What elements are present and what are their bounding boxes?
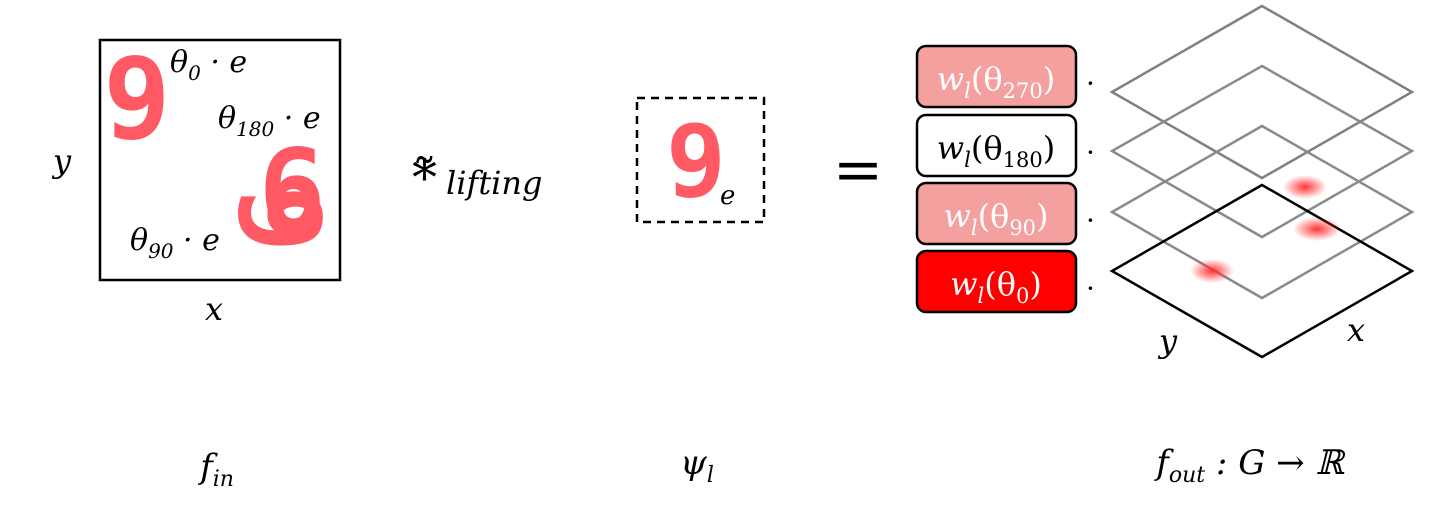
- digit-rotated-90: 9: [213, 185, 343, 252]
- kernel-digit: 9: [666, 103, 726, 220]
- svg-text:wl(θ0): wl(θ0): [950, 265, 1042, 308]
- output-x-axis-label: x: [1347, 311, 1365, 349]
- plane-theta90: [1109, 124, 1415, 300]
- svg-text:wl(θ270): wl(θ270): [937, 60, 1055, 103]
- svg-text:·: ·: [1086, 272, 1095, 305]
- equals-sign: =: [833, 135, 883, 205]
- caption-f-in: fin: [197, 447, 234, 492]
- weight-box-theta270: wl(θ270) ·: [915, 44, 1095, 109]
- caption-psi-l: ψl: [680, 443, 714, 488]
- kernel: 9 e: [635, 96, 766, 224]
- weight-stack: wl(θ270) · wl(θ180) · wl(θ90) · wl(θ0) ·: [915, 44, 1095, 314]
- lifting-subscript: lifting: [446, 164, 543, 202]
- response-blob-theta180: [1283, 175, 1327, 199]
- output-feature-stack: y x: [1109, 4, 1415, 360]
- output-y-axis-label: y: [1157, 322, 1178, 360]
- response-blob-theta0: [1190, 259, 1234, 283]
- plane-theta180: [1109, 64, 1415, 239]
- weight-box-theta0: wl(θ0) ·: [915, 249, 1095, 314]
- label-theta180-e: θ180 · e: [218, 101, 321, 141]
- weight-box-theta90: wl(θ90) ·: [915, 181, 1095, 246]
- label-theta0-e: θ0 · e: [170, 45, 247, 85]
- kernel-subscript-e: e: [720, 181, 735, 211]
- lifting-convolution-symbol: *̃: [412, 149, 437, 207]
- plane-theta270: [1109, 4, 1415, 180]
- weight-box-theta180: wl(θ180) ·: [915, 113, 1095, 178]
- input-x-axis-label: x: [205, 290, 223, 328]
- label-theta90-e: θ90 · e: [130, 223, 220, 263]
- digit-rotated-180: 9: [258, 121, 325, 251]
- input-frame: [98, 38, 342, 282]
- input-y-axis-label: y: [51, 142, 72, 180]
- digit-rotated-0: 9: [103, 35, 170, 165]
- plane-theta0: [1109, 183, 1415, 359]
- kernel-frame: [635, 96, 766, 224]
- response-blob-theta90: [1293, 217, 1341, 241]
- svg-text:wl(θ90): wl(θ90): [943, 197, 1048, 240]
- svg-text:·: ·: [1086, 67, 1095, 100]
- svg-text:·: ·: [1086, 204, 1095, 237]
- svg-text:wl(θ180): wl(θ180): [937, 129, 1055, 172]
- svg-text:·: ·: [1086, 136, 1095, 169]
- input-feature-map: 9 9 9 θ0 · e θ180 · e θ90 · e y x: [51, 35, 343, 328]
- caption-f-out: fout : G → ℝ: [1153, 443, 1346, 488]
